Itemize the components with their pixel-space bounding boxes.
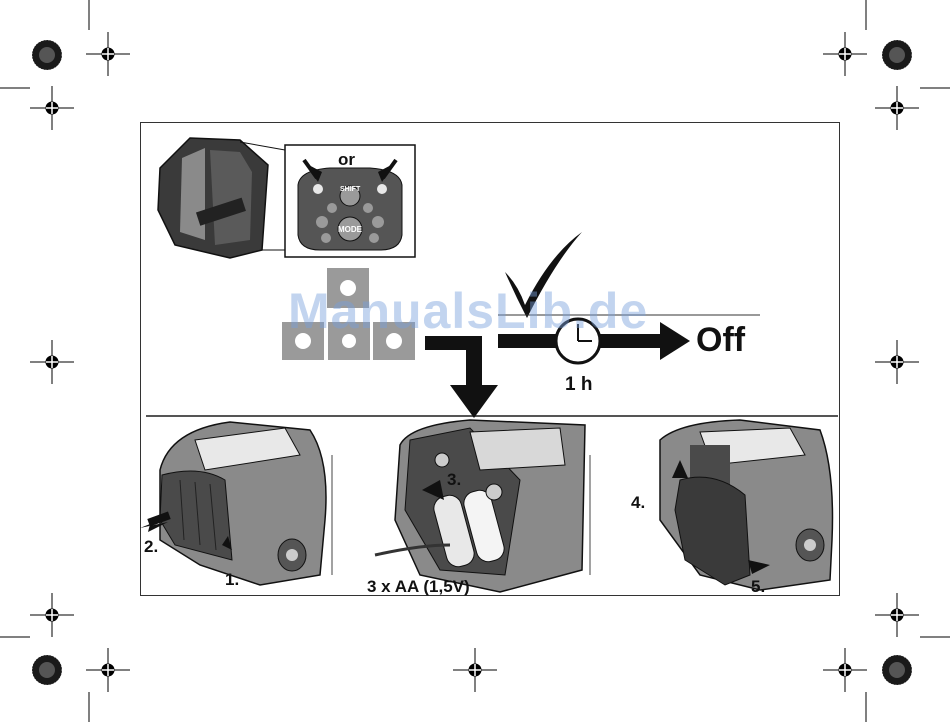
battery-insert-illustration bbox=[375, 420, 590, 592]
step-1-label: 1. bbox=[225, 570, 239, 590]
step-4-label: 4. bbox=[631, 493, 645, 513]
battery-cover-remove-illustration bbox=[140, 422, 332, 585]
battery-label: 3 x AA (1,5V) bbox=[367, 577, 470, 597]
step-5-label: 5. bbox=[751, 577, 765, 597]
step-2-label: 2. bbox=[144, 537, 158, 557]
step-3-label: 3. bbox=[447, 470, 461, 490]
battery-cover-close-illustration bbox=[660, 420, 833, 590]
